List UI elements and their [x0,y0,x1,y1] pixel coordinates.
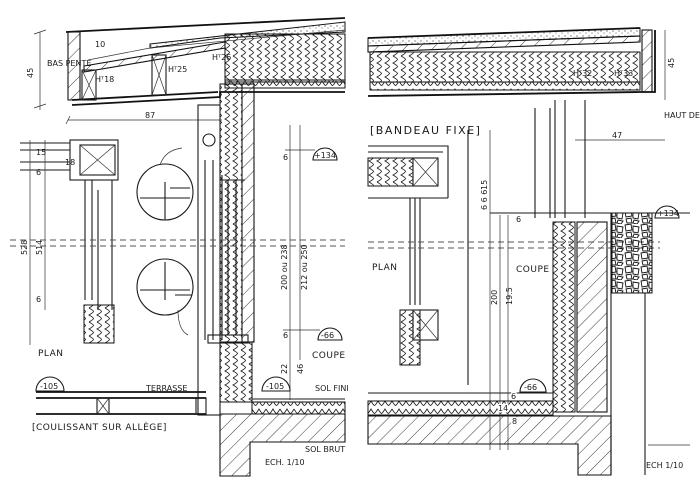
right-scale: ECH 1/10 [646,461,683,470]
right-sheet-title: [BANDEAU FIXE] [370,124,481,137]
cut-line [10,239,345,247]
dim-8: 8 [512,417,517,426]
left-roof-section: 45 BAS PENTE Hᵀ18 Hᵀ25 Hᵀ26 10 87 [26,17,346,125]
dim-6-bottom: 6 [283,331,288,340]
overhang-dim: 87 [145,111,155,120]
dim-22: 22 [280,364,289,374]
height-dimensions: 200 ou 238 212 ou 250 22 46 6 6 +134 -66… [280,125,346,400]
right-plan-label: PLAN [372,263,398,273]
dim-200-238: 200 ou 238 [280,244,289,290]
right-elevation-floor: -66 [524,383,537,392]
plan-dim-514: 514 [35,240,44,255]
finished-floor-label: SOL FINI [315,384,349,393]
right-section-label: COUPE [516,265,550,275]
plan-dim-18: 18 [65,158,75,167]
elevation-terrace-left: -105 [40,382,58,391]
elevation-terrace-right: -105 [266,382,284,391]
plan-label: PLAN [38,349,64,359]
dim-212-250: 212 ou 250 [300,244,309,290]
right-plan: PLAN [367,130,469,385]
right-wall-section: +134 COUPE [490,100,690,475]
dim-46: 46 [296,364,305,374]
right-dimensions: 15 6 6 6 6 200 19.5 6 14 8 -66 [480,130,547,450]
left-scale: ECH. 1/10 [265,458,305,467]
plan-dim-528: 528 [20,240,29,255]
left-sheet: 45 BAS PENTE Hᵀ18 Hᵀ25 Hᵀ26 10 87 528 5 [10,17,349,477]
dim-6-6-6: 6 6 6 [480,190,489,210]
dim-6-top: 6 [283,153,288,162]
haut-de-pente-label: HAUT DE PENTE [664,111,700,120]
left-plan: 528 514 15 6 6 18 PLAN [20,139,119,359]
right-roof-height-dim: 45 [667,58,676,68]
elevation-top: +134 [314,151,336,160]
right-elevation-top: +134 [657,209,679,218]
rough-floor-label: SOL BRUT [305,445,345,454]
right-sheet: 45 HAUT DE PENTE Hᵀ32 Hᵀ33 [BANDEAU FIXE… [367,27,700,476]
ht-26-label: Hᵀ26 [212,53,231,62]
ht-32-label: Hᵀ32 [573,69,592,78]
terrace-floor: -105 -105 TERRASSE SOL FINI SOL BRUT [CO… [32,376,349,477]
terrace-label: TERRASSE [145,384,187,393]
dim-6: 6 [516,215,521,224]
dim-14: 14 [498,404,508,413]
dim-200: 200 [490,290,499,305]
plan-dim-6b: 6 [36,295,41,304]
slope-dim: 10 [95,40,105,49]
plan-dim-15: 15 [36,148,46,157]
dim-6b: 6 [511,392,516,401]
detail-callouts [136,147,194,336]
bas-pente-label: BAS PENTE [47,59,91,68]
section-label: COUPE [312,351,346,361]
right-roof-section: 45 HAUT DE PENTE Hᵀ32 Hᵀ33 [367,27,700,120]
left-sheet-title: [COULISSANT SUR ALLÈGE] [32,421,167,433]
ht-33-label: Hᵀ33 [614,69,633,78]
dim-15: 15 [480,180,489,190]
left-wall-section [197,83,255,416]
ht-18-label: Hᵀ18 [95,75,114,84]
right-floor: ECH 1/10 [367,392,690,476]
roof-height-dim: 45 [26,68,35,78]
right-overhang-dim: 47 [612,131,622,140]
dim-19-5: 19.5 [505,287,514,305]
elevation-floor: -66 [321,331,334,340]
plan-dim-6a: 6 [36,168,41,177]
ht-25-label: Hᵀ25 [168,65,187,74]
